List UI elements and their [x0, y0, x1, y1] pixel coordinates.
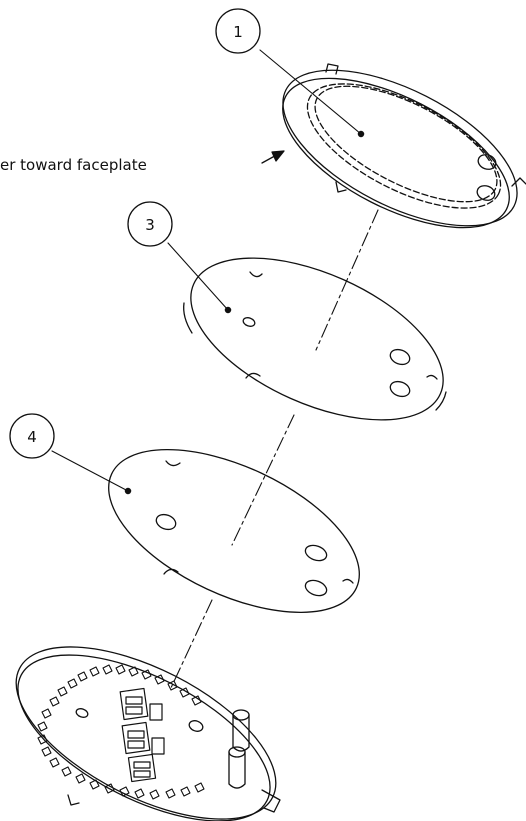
- callout-balloon-1: [215, 8, 261, 54]
- part-3-gasket: [183, 257, 447, 421]
- callout-label-3: 3: [145, 216, 155, 234]
- part-5-display-board: [15, 646, 281, 821]
- leader-lines: [51, 49, 362, 492]
- callout-label-4: 4: [27, 428, 37, 446]
- note-arrow: [261, 150, 285, 164]
- part-4-plate: [108, 448, 360, 614]
- assembly-note: er toward faceplate: [0, 156, 147, 174]
- callout-label-1: 1: [233, 23, 243, 41]
- assembly-axis-lines: [169, 209, 379, 691]
- callout-balloon-3: [127, 201, 173, 247]
- part-1-ring: [282, 63, 526, 229]
- callout-balloon-4: [9, 413, 55, 459]
